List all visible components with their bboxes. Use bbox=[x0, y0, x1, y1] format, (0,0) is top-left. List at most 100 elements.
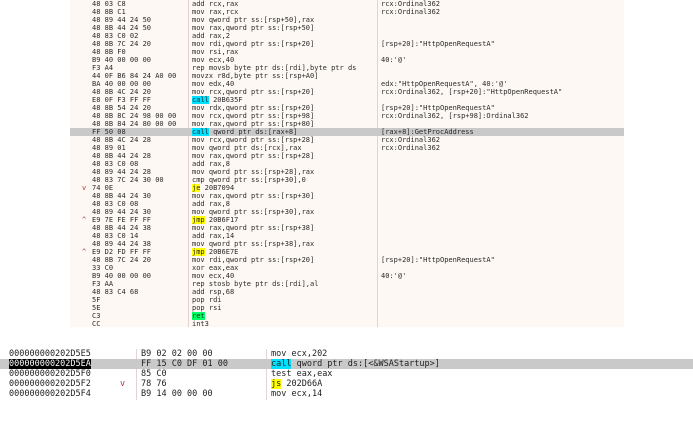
instruction-operands: ecx,202 bbox=[286, 349, 328, 359]
jump-arrow-icon: v bbox=[82, 184, 87, 192]
disassembly-row[interactable]: 48 83 C4 68 add rsp,68 bbox=[70, 288, 624, 296]
instruction-bytes: 33 C0 bbox=[92, 264, 114, 272]
instruction-text: test eax,eax bbox=[271, 369, 332, 379]
instruction-mnemonic: add bbox=[192, 0, 205, 8]
instruction-operands: 20B635F bbox=[208, 96, 243, 104]
instruction-bytes: 48 83 C4 68 bbox=[92, 288, 139, 296]
instruction-operands: qword ptr ss:[rsp+50],rax bbox=[204, 16, 315, 24]
instruction-bytes: B9 40 00 00 00 bbox=[92, 272, 152, 280]
instruction-mnemonic: mov bbox=[192, 56, 205, 64]
disassembly-row[interactable]: B9 40 00 00 00 mov ecx,40 40:'@' bbox=[70, 272, 624, 280]
instruction-bytes: 48 8B 7C 24 20 bbox=[92, 256, 152, 264]
instruction-mnemonic: mov bbox=[192, 272, 205, 280]
instruction-operands: ecx,40 bbox=[204, 56, 235, 64]
instruction-operands: rax,rcx bbox=[204, 8, 239, 16]
instruction-mnemonic: mov bbox=[192, 136, 205, 144]
instruction-operands: eax,eax bbox=[204, 264, 239, 272]
instruction-text: add rax,14 bbox=[192, 232, 234, 240]
instruction-mnemonic: rep bbox=[192, 64, 205, 72]
instruction-bytes: 78 76 bbox=[141, 379, 167, 389]
instruction-bytes: 48 89 01 bbox=[92, 144, 126, 152]
instruction-mnemonic: add bbox=[192, 232, 205, 240]
instruction-address: 000000000202D5F4 bbox=[9, 389, 91, 399]
instruction-bytes: 48 83 C0 02 bbox=[92, 32, 139, 40]
instruction-operands: r8d,byte ptr ss:[rsp+A0] bbox=[213, 72, 319, 80]
disassembly-row[interactable]: 48 8B 7C 24 20 mov rdi,qword ptr ss:[rsp+… bbox=[70, 256, 624, 264]
instruction-operands: qword ptr ds:[rax+8] bbox=[208, 128, 298, 136]
instruction-comment: 40:'@' bbox=[381, 272, 407, 280]
instruction-text: add rsp,68 bbox=[192, 288, 234, 296]
instruction-text: movzx r8d,byte ptr ss:[rsp+A0] bbox=[192, 72, 318, 80]
instruction-mnemonic: mov bbox=[192, 120, 205, 128]
instruction-bytes: 48 89 44 24 28 bbox=[92, 168, 152, 176]
instruction-bytes: CC bbox=[92, 320, 101, 327]
instruction-text: pop rsi bbox=[192, 304, 222, 312]
instruction-bytes: 48 8B 54 24 20 bbox=[92, 104, 152, 112]
instruction-text: mov rdi,qword ptr ss:[rsp+20] bbox=[192, 256, 314, 264]
instruction-mnemonic: mov bbox=[192, 152, 205, 160]
instruction-address: 000000000202D5F0 bbox=[9, 369, 91, 379]
instruction-bytes: 48 8B 44 24 28 bbox=[92, 152, 152, 160]
instruction-operands: rax,qword ptr ss:[rsp+30] bbox=[204, 192, 315, 200]
instruction-bytes: B9 02 02 00 00 bbox=[141, 349, 213, 359]
instruction-mnemonic: test bbox=[271, 369, 292, 379]
instruction-comment: rcx:Ordinal362 bbox=[381, 136, 441, 144]
instruction-operands: ecx,40 bbox=[204, 272, 235, 280]
instruction-bytes: 5F bbox=[92, 296, 101, 304]
instruction-text: mov ecx,40 bbox=[192, 56, 234, 64]
instruction-operands: eax,eax bbox=[291, 369, 333, 379]
instruction-bytes: 48 89 44 24 50 bbox=[92, 16, 152, 24]
instruction-mnemonic: mov bbox=[192, 80, 205, 88]
instruction-operands: qword ptr ss:[rsp+30],0 bbox=[204, 176, 306, 184]
instruction-operands: qword ptr ds:[rcx],rax bbox=[204, 144, 302, 152]
instruction-bytes: FF 50 08 bbox=[92, 128, 126, 136]
instruction-mnemonic: call bbox=[271, 359, 292, 369]
instruction-text: mov ecx,202 bbox=[271, 349, 327, 359]
instruction-bytes: FF 15 C0 DF 01 00 bbox=[141, 359, 228, 369]
